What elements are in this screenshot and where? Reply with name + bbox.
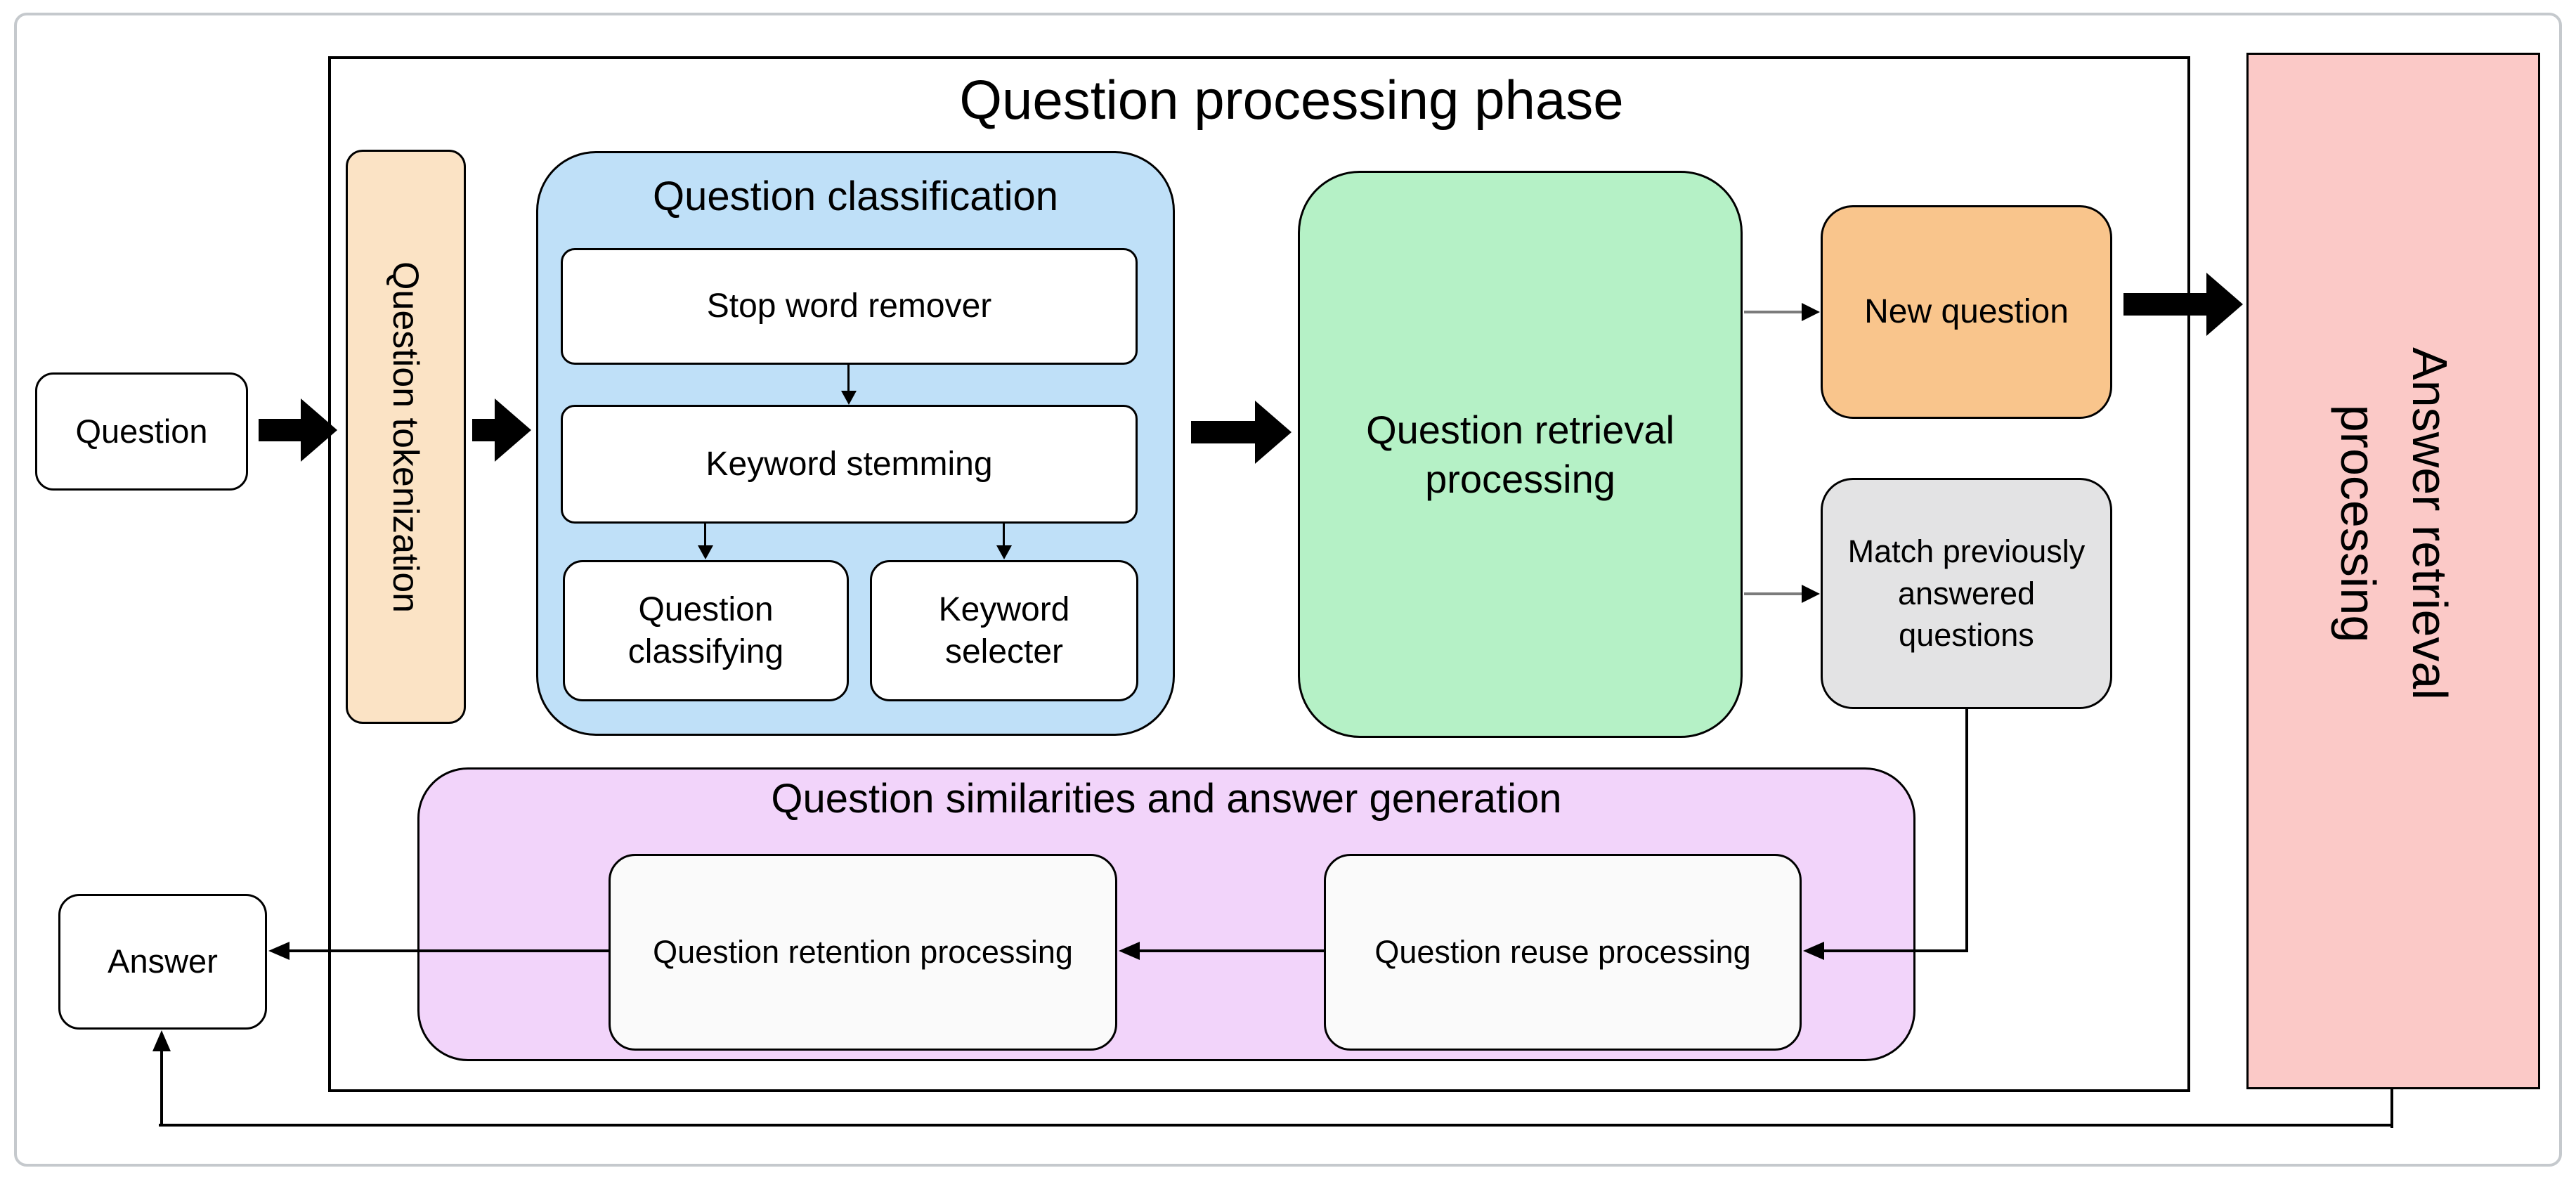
- node-match-previously-answered-label: Match previously answered questions: [1847, 533, 2086, 654]
- thick-arrow-classification-to-retrieval-icon: [1191, 401, 1292, 464]
- arrow-stemming-to-classifying-icon: [698, 524, 713, 559]
- node-question-retention-processing: Question retention processing: [609, 854, 1117, 1051]
- node-answer-retrieval-processing: [2246, 53, 2540, 1089]
- arrow-stopword-to-stemming-icon: [841, 365, 857, 405]
- node-keyword-stemming-label: Keyword stemming: [705, 445, 993, 483]
- node-question-retrieval-processing: Question retrieval processing: [1298, 171, 1743, 738]
- arrow-match-to-reuse-icon: [1803, 942, 1968, 960]
- node-question-retrieval-processing-label: Question retrieval processing: [1366, 407, 1674, 501]
- node-question-reuse-processing-label: Question reuse processing: [1374, 933, 1751, 970]
- node-keyword-selecter-label: Keyword selecter: [938, 590, 1070, 670]
- thick-arrow-newquestion-to-answer-retrieval-icon: [2123, 273, 2243, 336]
- thick-arrow-question-to-tokenization-icon: [259, 398, 337, 462]
- node-question-label: Question: [75, 412, 208, 450]
- line-feedback-drop: [2390, 1088, 2393, 1128]
- node-answer: Answer: [58, 894, 267, 1030]
- arrow-feedback-to-answer-icon: [152, 1030, 171, 1125]
- arrow-reuse-to-retention-icon: [1119, 942, 1324, 960]
- line-match-drop: [1965, 709, 1968, 952]
- phase-title: Question processing phase: [959, 69, 1624, 131]
- node-answer-retrieval-processing-label: Answer retrieval processing: [2331, 347, 2458, 700]
- node-question-classifying: Question classifying: [563, 560, 849, 701]
- arrow-retrieval-to-newquestion-icon: [1744, 303, 1820, 321]
- arrow-retrieval-to-match-icon: [1744, 585, 1820, 603]
- outer-frame: [14, 13, 2562, 1167]
- node-question-tokenization: [346, 150, 466, 724]
- node-new-question-label: New question: [1864, 293, 2069, 330]
- node-question-tokenization-label: Question tokenization: [385, 261, 426, 614]
- group-question-similarities-title: Question similarities and answer generat…: [771, 776, 1562, 822]
- node-answer-label: Answer: [108, 942, 218, 980]
- node-stop-word-remover: Stop word remover: [561, 248, 1138, 365]
- node-question-retention-processing-label: Question retention processing: [653, 933, 1073, 970]
- node-question-reuse-processing: Question reuse processing: [1324, 854, 1802, 1051]
- node-keyword-stemming: Keyword stemming: [561, 405, 1138, 524]
- group-question-classification-title: Question classification: [652, 174, 1059, 219]
- line-feedback-bottom: [159, 1124, 2393, 1127]
- node-question: Question: [35, 372, 248, 491]
- node-new-question: New question: [1821, 205, 2112, 419]
- node-match-previously-answered: Match previously answered questions: [1821, 478, 2112, 709]
- node-stop-word-remover-label: Stop word remover: [706, 287, 992, 325]
- node-question-classifying-label: Question classifying: [627, 590, 784, 670]
- arrow-retention-to-answer-icon: [268, 942, 609, 960]
- node-keyword-selecter: Keyword selecter: [870, 560, 1138, 701]
- thick-arrow-tokenization-to-classification-icon: [472, 398, 531, 462]
- arrow-stemming-to-selecter-icon: [996, 524, 1012, 559]
